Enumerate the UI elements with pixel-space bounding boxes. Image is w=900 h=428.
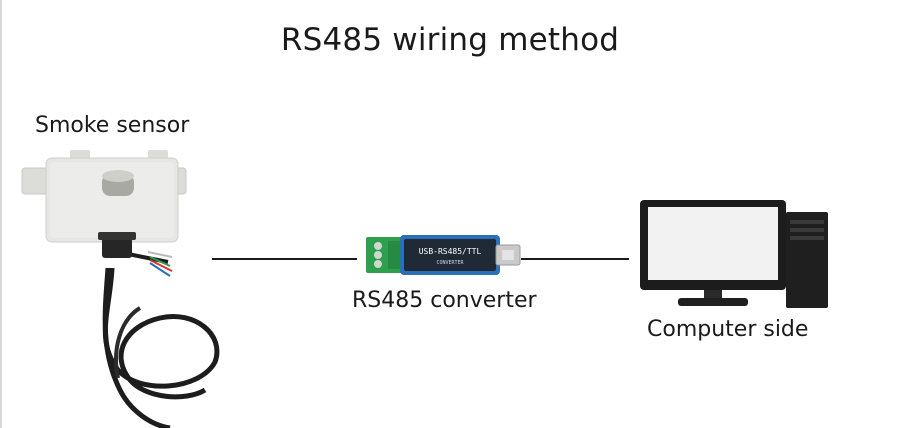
converter-model-text: USB-RS485/TTL <box>419 247 482 256</box>
smoke-sensor-image <box>21 150 220 428</box>
converter-to-computer-line <box>521 258 629 260</box>
page-title: RS485 wiring method <box>280 22 620 58</box>
computer-image <box>640 200 828 308</box>
rs485-converter-image: USB-RS485/TTL CONVERTER <box>366 235 521 275</box>
left-edge-divider <box>0 0 2 428</box>
smoke-sensor-label: Smoke sensor <box>35 113 190 138</box>
sensor-to-converter-line <box>212 258 357 260</box>
converter-label: RS485 converter <box>352 288 537 313</box>
computer-label: Computer side <box>647 317 809 342</box>
converter-sub-text: CONVERTER <box>436 260 464 266</box>
